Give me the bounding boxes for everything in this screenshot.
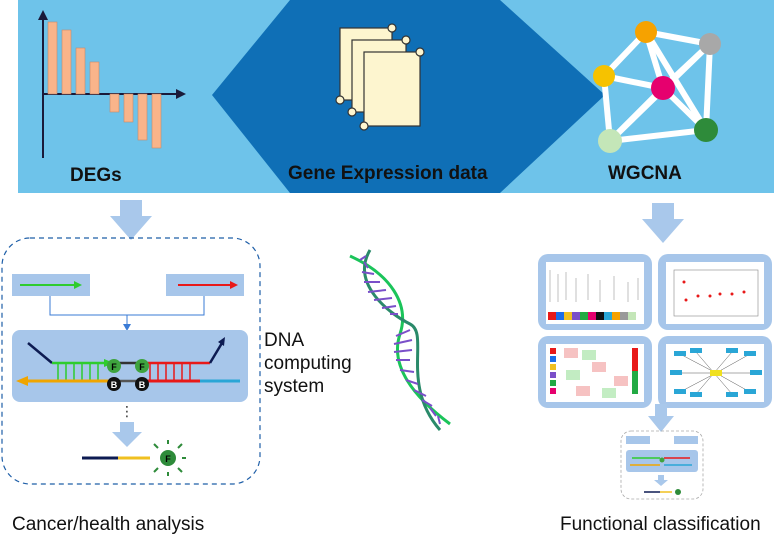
bead-f-1: F: [111, 362, 117, 372]
degs-label: DEGs: [70, 165, 122, 186]
dna-label-1: DNA: [264, 330, 305, 351]
ellipsis: ⋮: [120, 403, 134, 419]
mini-dna-panel: [620, 430, 704, 500]
wgcna-results-panels: [538, 254, 772, 408]
dna-helix-icon: [349, 249, 451, 431]
left-caption: Cancer/health analysis: [12, 514, 205, 535]
dna-label-2: computing: [264, 353, 352, 374]
bead-f-3: F: [165, 454, 171, 464]
right-caption: Functional classification: [560, 514, 761, 535]
dna-label-3: system: [264, 376, 325, 397]
network-icon: [593, 21, 721, 153]
gene-expression-label: Gene Expression data: [288, 163, 488, 184]
right-down-arrow-icon: [642, 203, 684, 243]
right-small-arrow-icon: [648, 404, 674, 432]
documents-icon: [335, 23, 425, 131]
bar-chart-icon: [38, 10, 186, 158]
dna-computing-panel: F B F B ⋮ F: [1, 237, 261, 485]
bead-f-2: F: [139, 362, 145, 372]
left-down-arrow-icon: [110, 200, 152, 240]
wgcna-label: WGCNA: [608, 163, 682, 184]
bead-b-2: B: [139, 380, 146, 390]
bead-b-1: B: [111, 380, 118, 390]
